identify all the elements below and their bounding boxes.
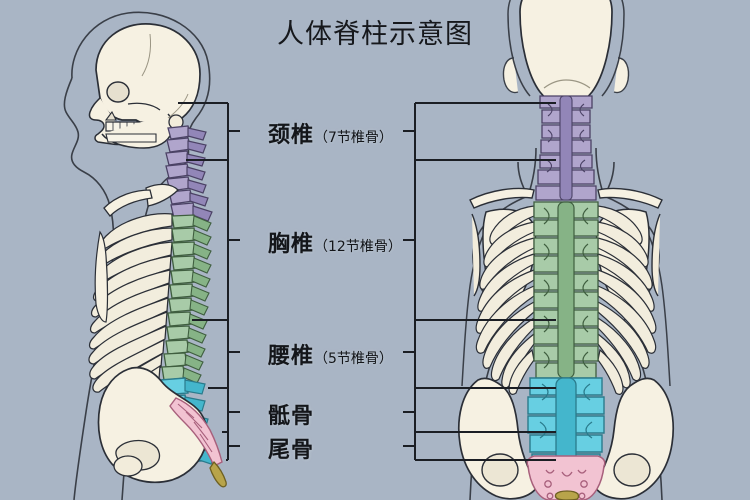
cervical-spine-lateral [165,125,213,222]
posterior-view-skeleton [457,0,675,500]
label-lumbar-detail: （5节椎骨） [314,351,393,367]
pelvis-posterior [457,377,675,500]
right-brackets [403,102,556,461]
thoracic-spine-lateral [161,214,212,384]
rib-cage-posterior [475,205,657,395]
page-title: 人体脊柱示意图 [277,19,473,50]
label-sacrum: 骶骨 [268,398,314,430]
coccyx-lateral [209,460,227,488]
label-coccyx-main: 尾骨 [268,438,315,463]
skull-lateral [88,23,201,149]
label-sacrum-main: 骶骨 [268,404,315,429]
label-thoracic: 胸椎（12节椎骨） [268,226,402,258]
coccyx-posterior [554,490,580,500]
lateral-view-skeleton [63,11,227,500]
label-thoracic-detail: （12节椎骨） [314,239,402,255]
skull-posterior [502,0,630,109]
pelvis-lateral [97,366,209,484]
leader-lines [178,102,556,461]
label-lumbar: 腰椎（5节椎骨） [268,338,393,370]
thoracic-spine-posterior [533,201,599,379]
body-outline-front [63,77,115,500]
label-cervical-detail: （7节椎骨） [314,130,393,146]
left-brackets [178,102,240,461]
label-coccyx: 尾骨 [268,432,314,464]
label-cervical-main: 颈椎 [268,123,315,148]
label-lumbar-main: 腰椎 [268,344,315,369]
sacrum-posterior [526,455,606,500]
cervical-spine-posterior [535,95,597,201]
label-thoracic-main: 胸椎 [268,232,315,257]
label-cervical: 颈椎（7节椎骨） [268,117,393,149]
